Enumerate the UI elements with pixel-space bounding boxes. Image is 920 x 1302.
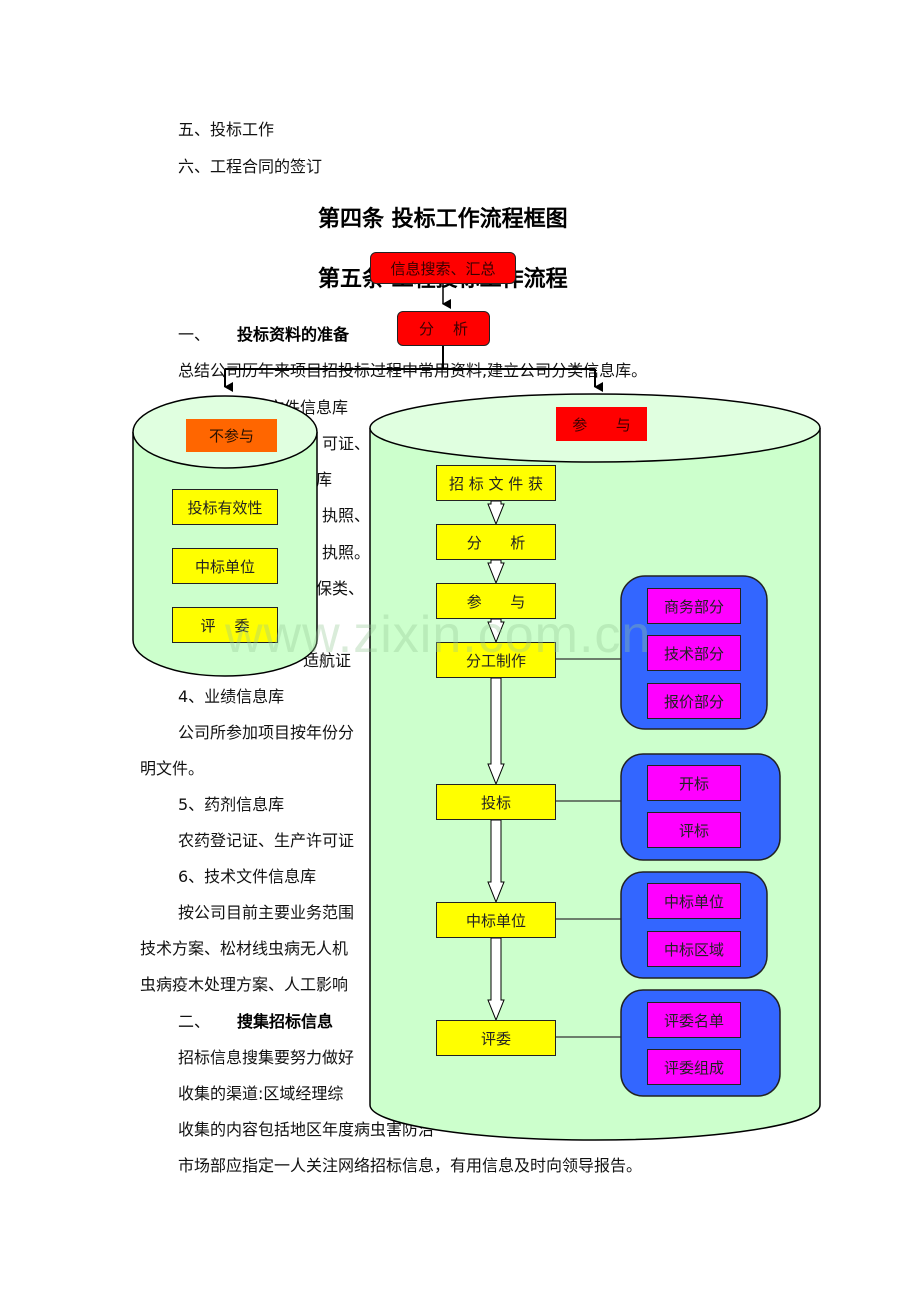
- flow-arrow: [487, 937, 505, 1022]
- group-item: 技术部分: [647, 635, 741, 671]
- paragraph: 5、药剂信息库: [178, 795, 285, 814]
- left-item: 投标有效性: [172, 489, 278, 525]
- flow-arrow: [487, 500, 505, 526]
- paragraph: 按公司目前主要业务范围: [178, 903, 355, 922]
- paragraph: 适航证: [303, 651, 352, 670]
- group-item: 中标区域: [647, 931, 741, 967]
- section-number: 一、: [178, 325, 211, 344]
- paragraph: 市场部应指定一人关注网络招标信息，有用信息及时向领导报告。: [178, 1156, 643, 1175]
- paragraph: 公司所参加项目按年份分: [178, 723, 355, 742]
- paragraph: 技术方案、松材线虫病无人机: [140, 939, 349, 958]
- group-item: 评标: [647, 812, 741, 848]
- paragraph: 执照。: [322, 543, 371, 562]
- group-item: 开标: [647, 765, 741, 801]
- paragraph: 4、业绩信息库: [178, 687, 285, 706]
- heading-section-4: 第四条 投标工作流程框图: [318, 207, 568, 232]
- flow-arrow: [487, 819, 505, 904]
- group-item: 评委组成: [647, 1049, 741, 1085]
- step-division: 分工制作: [436, 642, 556, 678]
- group-item: 中标单位: [647, 883, 741, 919]
- step-analyze: 分 析: [436, 524, 556, 560]
- watermark: www.zixin.com.cn: [225, 606, 652, 664]
- group-item: 商务部分: [647, 588, 741, 624]
- outline-item: 五、投标工作: [178, 120, 275, 139]
- step-winner: 中标单位: [436, 902, 556, 938]
- outline-item: 六、工程合同的签订: [178, 157, 323, 176]
- flow-arrow: [487, 559, 505, 585]
- node-info-collect: 信息搜索、汇总: [370, 252, 516, 284]
- section-title: 投标资料的准备: [237, 325, 350, 344]
- step-judges: 评委: [436, 1020, 556, 1056]
- left-item: 中标单位: [172, 548, 278, 584]
- label-participate: 参 与: [556, 407, 647, 441]
- paragraph: 虫病疫木处理方案、人工影响: [140, 975, 349, 994]
- flow-arrow: [487, 677, 505, 786]
- paragraph: 明文件。: [140, 759, 205, 778]
- paragraph: 执照、: [322, 506, 371, 525]
- paragraph: 库: [316, 470, 333, 489]
- paragraph: 可证、: [322, 434, 371, 453]
- step-bid: 投标: [436, 784, 556, 820]
- paragraph: 农药登记证、生产许可证: [178, 831, 355, 850]
- section-number: 二、: [178, 1012, 211, 1031]
- label-not-participate: 不参与: [186, 419, 277, 452]
- step-participate: 参 与: [436, 583, 556, 619]
- group-item: 报价部分: [647, 683, 741, 719]
- node-analyze: 分 析: [397, 311, 490, 346]
- paragraph: 6、技术文件信息库: [178, 867, 317, 886]
- left-item: 评 委: [172, 607, 278, 643]
- paragraph: 收集的内容包括地区年度病虫害防治: [178, 1120, 435, 1139]
- paragraph: 总结公司历年来项目招投标过程中常用资料,建立公司分类信息库。: [178, 361, 648, 380]
- paragraph: 保类、: [316, 579, 365, 598]
- group-item: 评委名单: [647, 1002, 741, 1038]
- section-title: 搜集招标信息: [237, 1012, 334, 1031]
- step-tender-docs: 招 标 文 件 获: [436, 465, 556, 501]
- paragraph: 招标信息搜集要努力做好: [178, 1048, 355, 1067]
- flow-arrow: [487, 618, 505, 644]
- paragraph: 收集的渠道:区域经理综: [178, 1084, 344, 1103]
